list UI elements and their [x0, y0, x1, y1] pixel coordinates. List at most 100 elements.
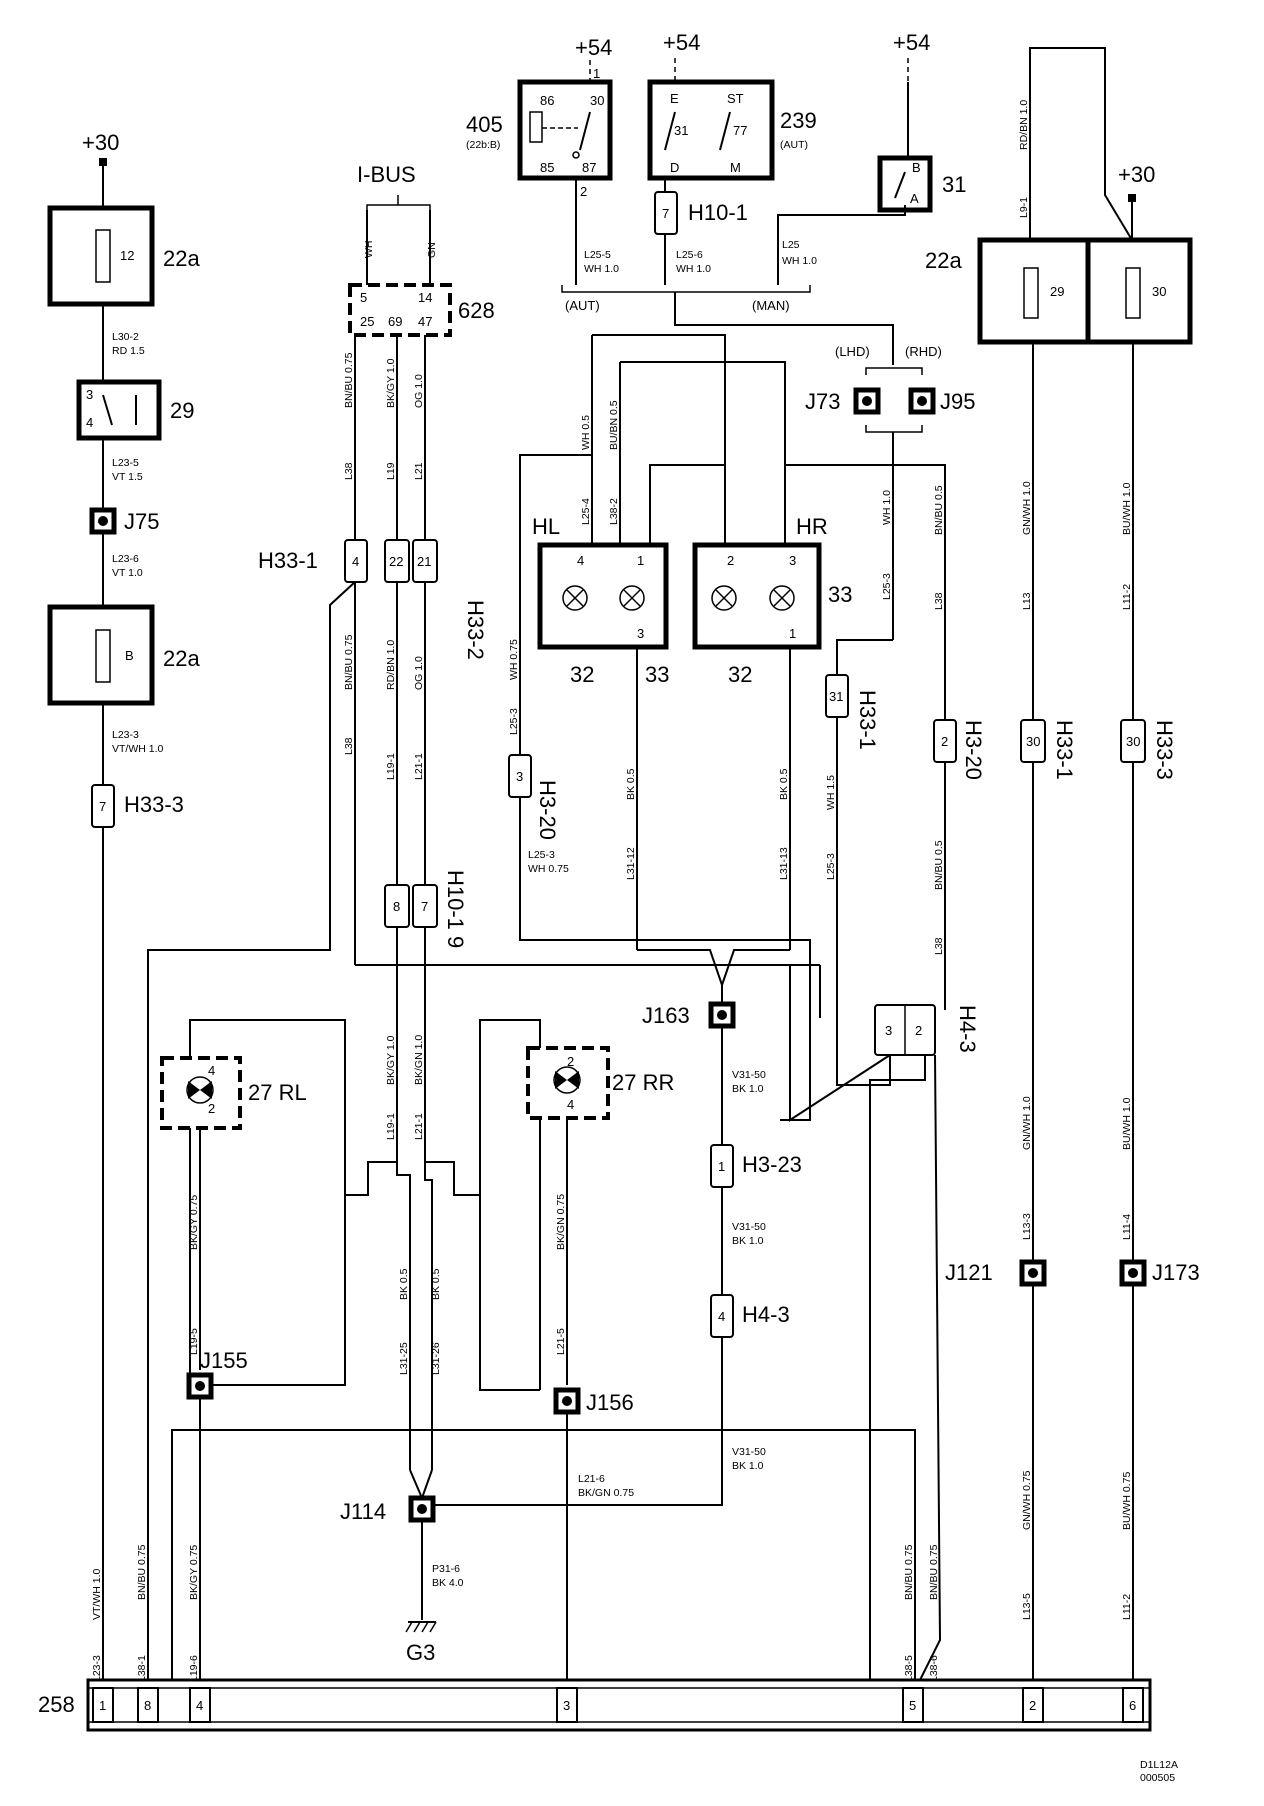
- svg-text:L19-1: L19-1: [385, 753, 397, 780]
- svg-text:HR: HR: [796, 514, 828, 539]
- svg-text:(LHD): (LHD): [835, 344, 870, 359]
- svg-text:P31-6: P31-6: [432, 1563, 460, 1575]
- svg-text:L25-6: L25-6: [676, 249, 703, 261]
- svg-text:L38-6: L38-6: [928, 1655, 940, 1682]
- svg-text:1: 1: [637, 553, 644, 568]
- svg-text:31: 31: [829, 689, 843, 704]
- svg-text:L25-5: L25-5: [584, 249, 611, 261]
- svg-text:L38-1: L38-1: [136, 1655, 148, 1682]
- svg-text:1: 1: [99, 1698, 106, 1713]
- svg-text:2: 2: [208, 1101, 215, 1116]
- relay-circuits: +54 +54 +54 405 (22b:B) 1 86 30 85 87 2 …: [466, 30, 966, 365]
- svg-text:7: 7: [421, 899, 428, 914]
- svg-text:L19-6: L19-6: [188, 1655, 200, 1682]
- svg-text:L19: L19: [385, 462, 397, 480]
- svg-text:BK 0.5: BK 0.5: [398, 1268, 410, 1300]
- svg-text:H33-1: H33-1: [855, 690, 880, 750]
- svg-text:32: 32: [570, 662, 594, 687]
- svg-text:L11-4: L11-4: [1121, 1214, 1133, 1240]
- lamp-hr: [692, 542, 822, 650]
- svg-text:L21: L21: [413, 462, 425, 480]
- svg-text:WH 1.0: WH 1.0: [881, 490, 893, 525]
- svg-text:BN/BU 0.5: BN/BU 0.5: [933, 485, 945, 535]
- svg-text:12: 12: [120, 248, 134, 263]
- svg-text:L23-5: L23-5: [112, 457, 139, 469]
- supply-terminal: [99, 158, 107, 166]
- svg-text:BU/WH 1.0: BU/WH 1.0: [1121, 1097, 1133, 1150]
- bottom-wire-labels: BN/BU 0.75 L38-1 BK/GY 0.75 L19-6 BN/BU …: [136, 1544, 940, 1682]
- svg-text:L25: L25: [782, 239, 800, 251]
- svg-text:29: 29: [1050, 284, 1064, 299]
- svg-text:(MAN): (MAN): [752, 298, 790, 313]
- svg-text:L19-1: L19-1: [385, 1113, 397, 1140]
- svg-text:BN/BU 0.75: BN/BU 0.75: [343, 352, 355, 408]
- svg-text:BK/GY 1.0: BK/GY 1.0: [385, 1035, 397, 1085]
- svg-text:6: 6: [1129, 1698, 1136, 1713]
- svg-text:BN/BU 0.75: BN/BU 0.75: [903, 1544, 915, 1600]
- svg-text:2: 2: [727, 553, 734, 568]
- label-22a-top: 22a: [163, 246, 200, 271]
- svg-text:L25-4: L25-4: [580, 498, 592, 525]
- svg-text:J114: J114: [340, 1499, 386, 1524]
- svg-text:5: 5: [909, 1698, 916, 1713]
- svg-text:3: 3: [516, 769, 523, 784]
- svg-text:B: B: [912, 160, 921, 175]
- svg-text:L38: L38: [933, 937, 945, 955]
- label-ibus: I-BUS: [357, 162, 416, 187]
- svg-text:WH 0.75: WH 0.75: [528, 863, 569, 875]
- svg-text:5: 5: [360, 290, 367, 305]
- ground-icon: [405, 1621, 437, 1633]
- svg-text:L23-3: L23-3: [112, 729, 139, 741]
- svg-text:31: 31: [674, 123, 688, 138]
- svg-text:+54: +54: [663, 30, 700, 55]
- svg-text:L31-25: L31-25: [398, 1342, 410, 1375]
- svg-text:WH 1.0: WH 1.0: [782, 255, 817, 267]
- svg-text:BK/GY 0.75: BK/GY 0.75: [188, 1195, 200, 1250]
- svg-text:77: 77: [733, 123, 747, 138]
- svg-text:L23-3: L23-3: [91, 1655, 103, 1682]
- fuse-box-22a-top: [47, 205, 155, 307]
- svg-text:30: 30: [1126, 734, 1140, 749]
- svg-text:WH 0.5: WH 0.5: [580, 415, 592, 450]
- svg-text:8: 8: [393, 899, 400, 914]
- svg-text:L38: L38: [343, 462, 355, 480]
- fuse-box-22a-30: [1085, 237, 1193, 345]
- svg-text:30: 30: [590, 93, 604, 108]
- svg-text:L11-2: L11-2: [1121, 1594, 1133, 1620]
- svg-text:HL: HL: [532, 514, 560, 539]
- svg-text:L25-3: L25-3: [508, 708, 520, 735]
- svg-text:L38: L38: [343, 737, 355, 755]
- svg-text:3: 3: [885, 1023, 892, 1038]
- svg-text:BU/WH 0.75: BU/WH 0.75: [1121, 1471, 1133, 1530]
- label-22a-b: 22a: [163, 646, 200, 671]
- fuse-30-symbol: [1125, 267, 1141, 319]
- svg-text:H10-1: H10-1: [688, 200, 748, 225]
- svg-text:H10-1 9: H10-1 9: [443, 870, 468, 948]
- svg-text:OG 1.0: OG 1.0: [413, 374, 425, 408]
- svg-text:BU/BN 0.5: BU/BN 0.5: [608, 400, 620, 450]
- fuse-b-symbol: [95, 629, 111, 683]
- svg-text:(22b:B): (22b:B): [466, 139, 500, 151]
- svg-text:ST: ST: [727, 91, 744, 106]
- svg-text:D: D: [670, 160, 679, 175]
- svg-text:WH 1.5: WH 1.5: [825, 775, 837, 810]
- svg-text:BK/GN 1.0: BK/GN 1.0: [413, 1035, 425, 1085]
- bulb-icon: [562, 585, 795, 611]
- svg-text:G3: G3: [406, 1640, 435, 1665]
- svg-text:BK 0.5: BK 0.5: [625, 768, 637, 800]
- svg-text:H33-2: H33-2: [463, 600, 488, 660]
- svg-text:VT/WH 1.0: VT/WH 1.0: [112, 743, 164, 755]
- svg-text:22: 22: [389, 554, 403, 569]
- svg-text:BK/GY 1.0: BK/GY 1.0: [385, 358, 397, 408]
- svg-text:1: 1: [789, 626, 796, 641]
- svg-text:L13: L13: [1021, 592, 1033, 610]
- svg-text:A: A: [910, 191, 919, 206]
- svg-text:VT/WH 1.0: VT/WH 1.0: [91, 1568, 103, 1620]
- relay-405: [517, 79, 613, 181]
- svg-text:GN/WH 1.0: GN/WH 1.0: [1021, 1096, 1033, 1150]
- svg-text:RD 1.5: RD 1.5: [112, 345, 145, 357]
- svg-text:H33-1: H33-1: [258, 548, 318, 573]
- bulb-icon: [553, 1066, 581, 1094]
- svg-text:87: 87: [582, 160, 596, 175]
- svg-text:BU/WH 1.0: BU/WH 1.0: [1121, 482, 1133, 535]
